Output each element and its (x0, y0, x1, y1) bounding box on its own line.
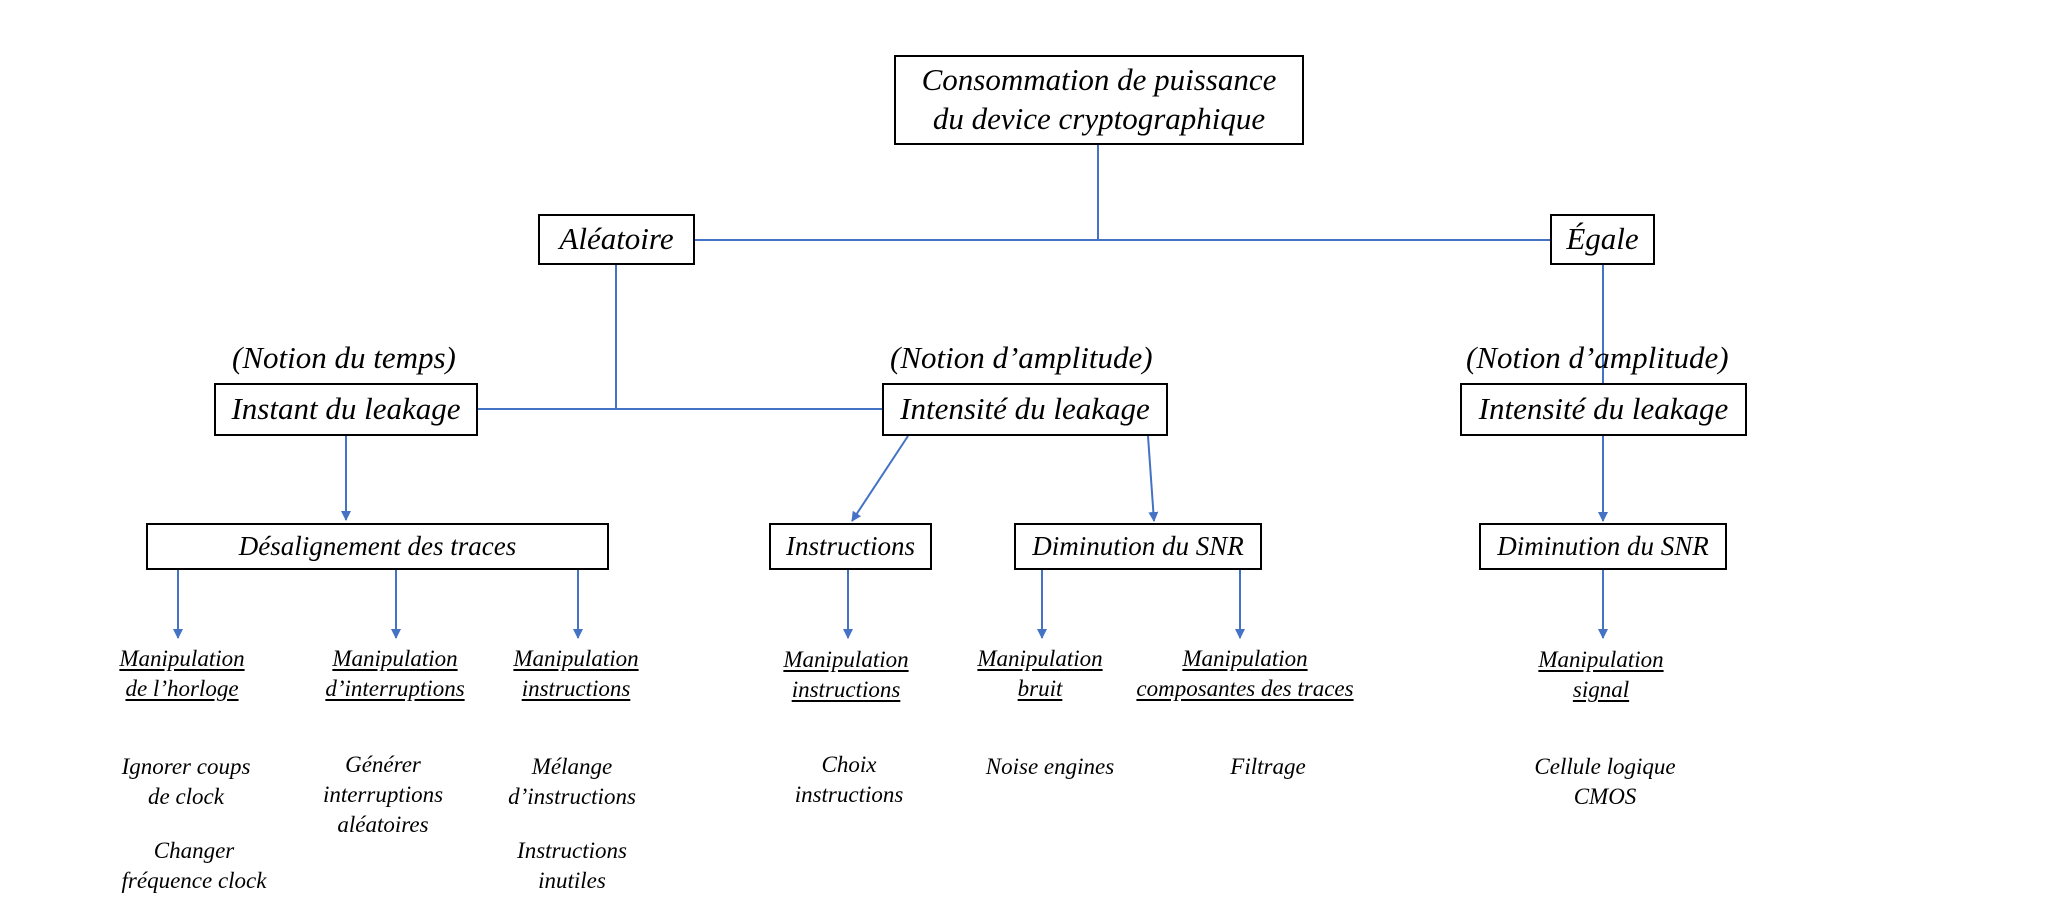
note-temps: (Notion du temps) (232, 340, 456, 375)
intensite-center-node: Intensité du leakage (882, 383, 1168, 436)
root-line-1: Consommation de puissance (921, 62, 1277, 98)
desalignement-node: Désalignement des traces (146, 523, 609, 570)
item-choix-instructions: Choix instructions (794, 752, 904, 807)
manip-composantes-label: Manipulation composantes des traces (1136, 646, 1354, 701)
aleatoire-node: Aléatoire (538, 214, 695, 265)
manip-instructions-label-b: Manipulation instructions (783, 647, 909, 702)
instant-node: Instant du leakage (214, 383, 478, 436)
manip-signal-label: Manipulation signal (1538, 647, 1664, 702)
item-filtrage: Filtrage (1230, 754, 1306, 779)
root-line-2: du device cryptographique (932, 101, 1266, 136)
manip-interruptions-label: Manipulation d’interruptions (325, 646, 465, 701)
intensite-right-node: Intensité du leakage (1460, 383, 1747, 436)
arrow-intensite-to-snr (1147, 435, 1159, 522)
item-instructions-inutiles: Instructions inutiles (517, 838, 627, 893)
instructions-node: Instructions (769, 523, 932, 570)
manip-bruit-label: Manipulation bruit (977, 646, 1103, 701)
snr-center-node: Diminution du SNR (1014, 523, 1262, 570)
manip-horloge-label: Manipulation de l’horloge (119, 646, 245, 701)
egale-node: Égale (1550, 214, 1655, 265)
item-noise-engines: Noise engines (985, 754, 1115, 779)
note-amplitude-right: (Notion d’amplitude) (1466, 340, 1729, 375)
arrow-intensite-to-instructions (851, 435, 909, 522)
item-ignorer-coups: Ignorer coups de clock (121, 754, 251, 809)
item-changer-frequence: Changer fréquence clock (121, 838, 267, 893)
manip-instructions-label-a: Manipulation instructions (513, 646, 639, 701)
item-melange-instructions: Mélange d’instructions (508, 754, 636, 809)
note-amplitude-center: (Notion d’amplitude) (890, 340, 1153, 375)
item-cellule-logique: Cellule logique CMOS (1534, 754, 1676, 809)
root-node: Consommation de puissance du device cryp… (894, 55, 1304, 145)
snr-right-node: Diminution du SNR (1479, 523, 1727, 570)
item-generer-interruptions: Générer interruptions aléatoires (322, 752, 444, 837)
